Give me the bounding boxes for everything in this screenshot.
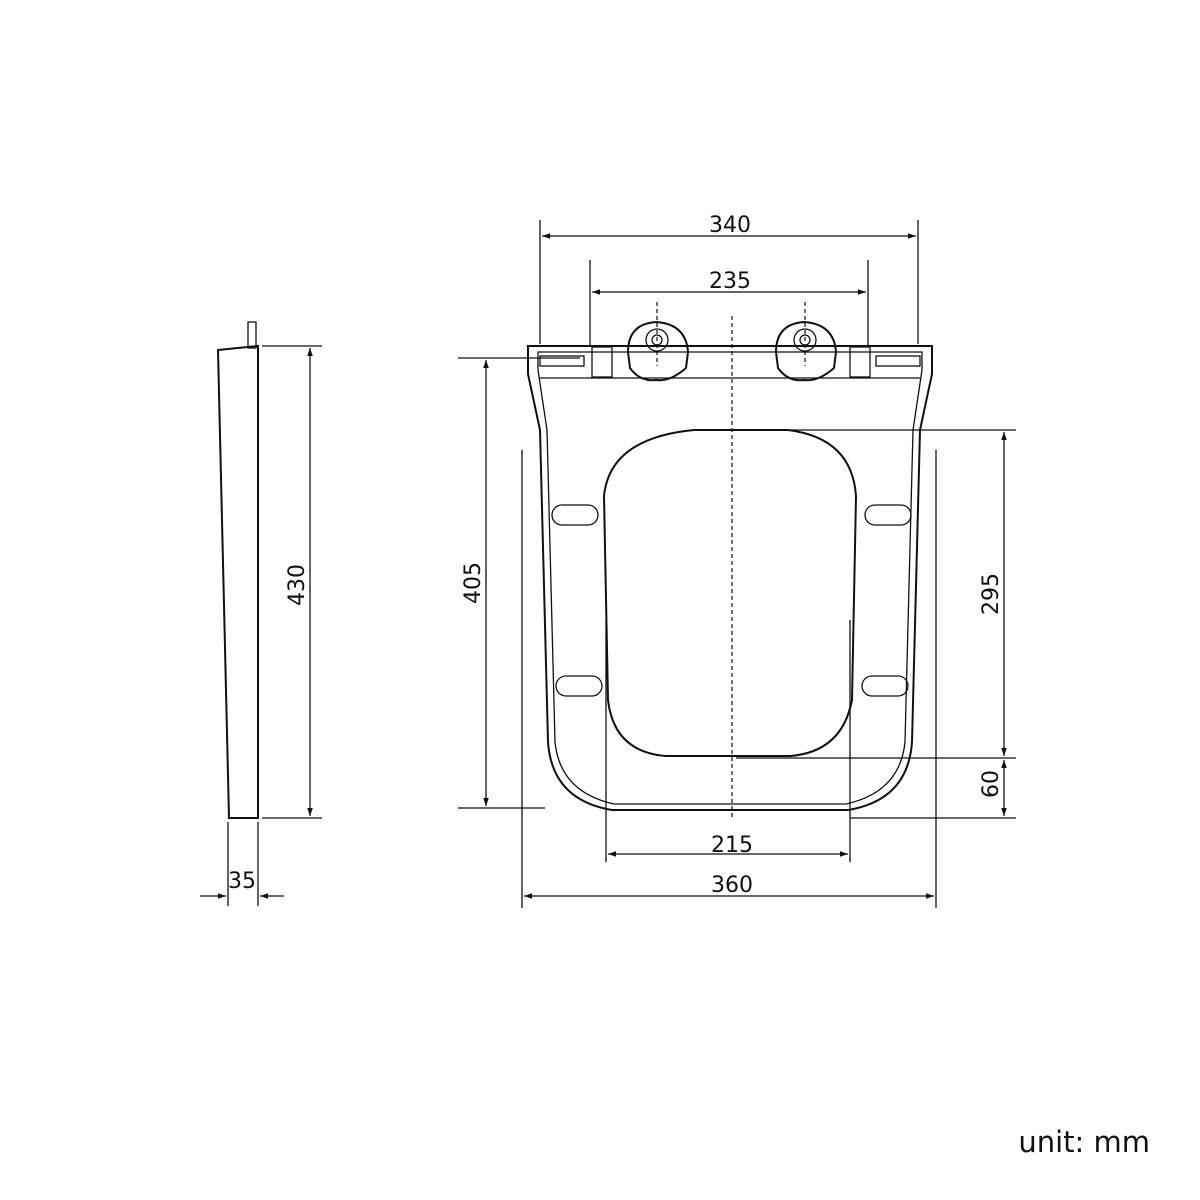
dim-overall-width-top: 340 xyxy=(709,213,751,238)
hinge-right xyxy=(774,320,838,382)
dim-hole-to-front: 295 xyxy=(979,573,1004,615)
dim-inner-width: 215 xyxy=(711,833,753,858)
side-view xyxy=(200,321,322,906)
dim-front-offset: 60 xyxy=(979,770,1004,798)
dim-seat-length: 405 xyxy=(461,562,486,604)
dim-side-height: 430 xyxy=(285,564,310,606)
unit-label: unit: mm xyxy=(1018,1125,1150,1159)
top-view xyxy=(458,220,1016,908)
hinge-left xyxy=(626,320,690,382)
dim-thickness: 35 xyxy=(228,869,256,894)
dim-overall-width: 360 xyxy=(711,873,753,898)
dim-hinge-spacing: 235 xyxy=(709,269,751,294)
